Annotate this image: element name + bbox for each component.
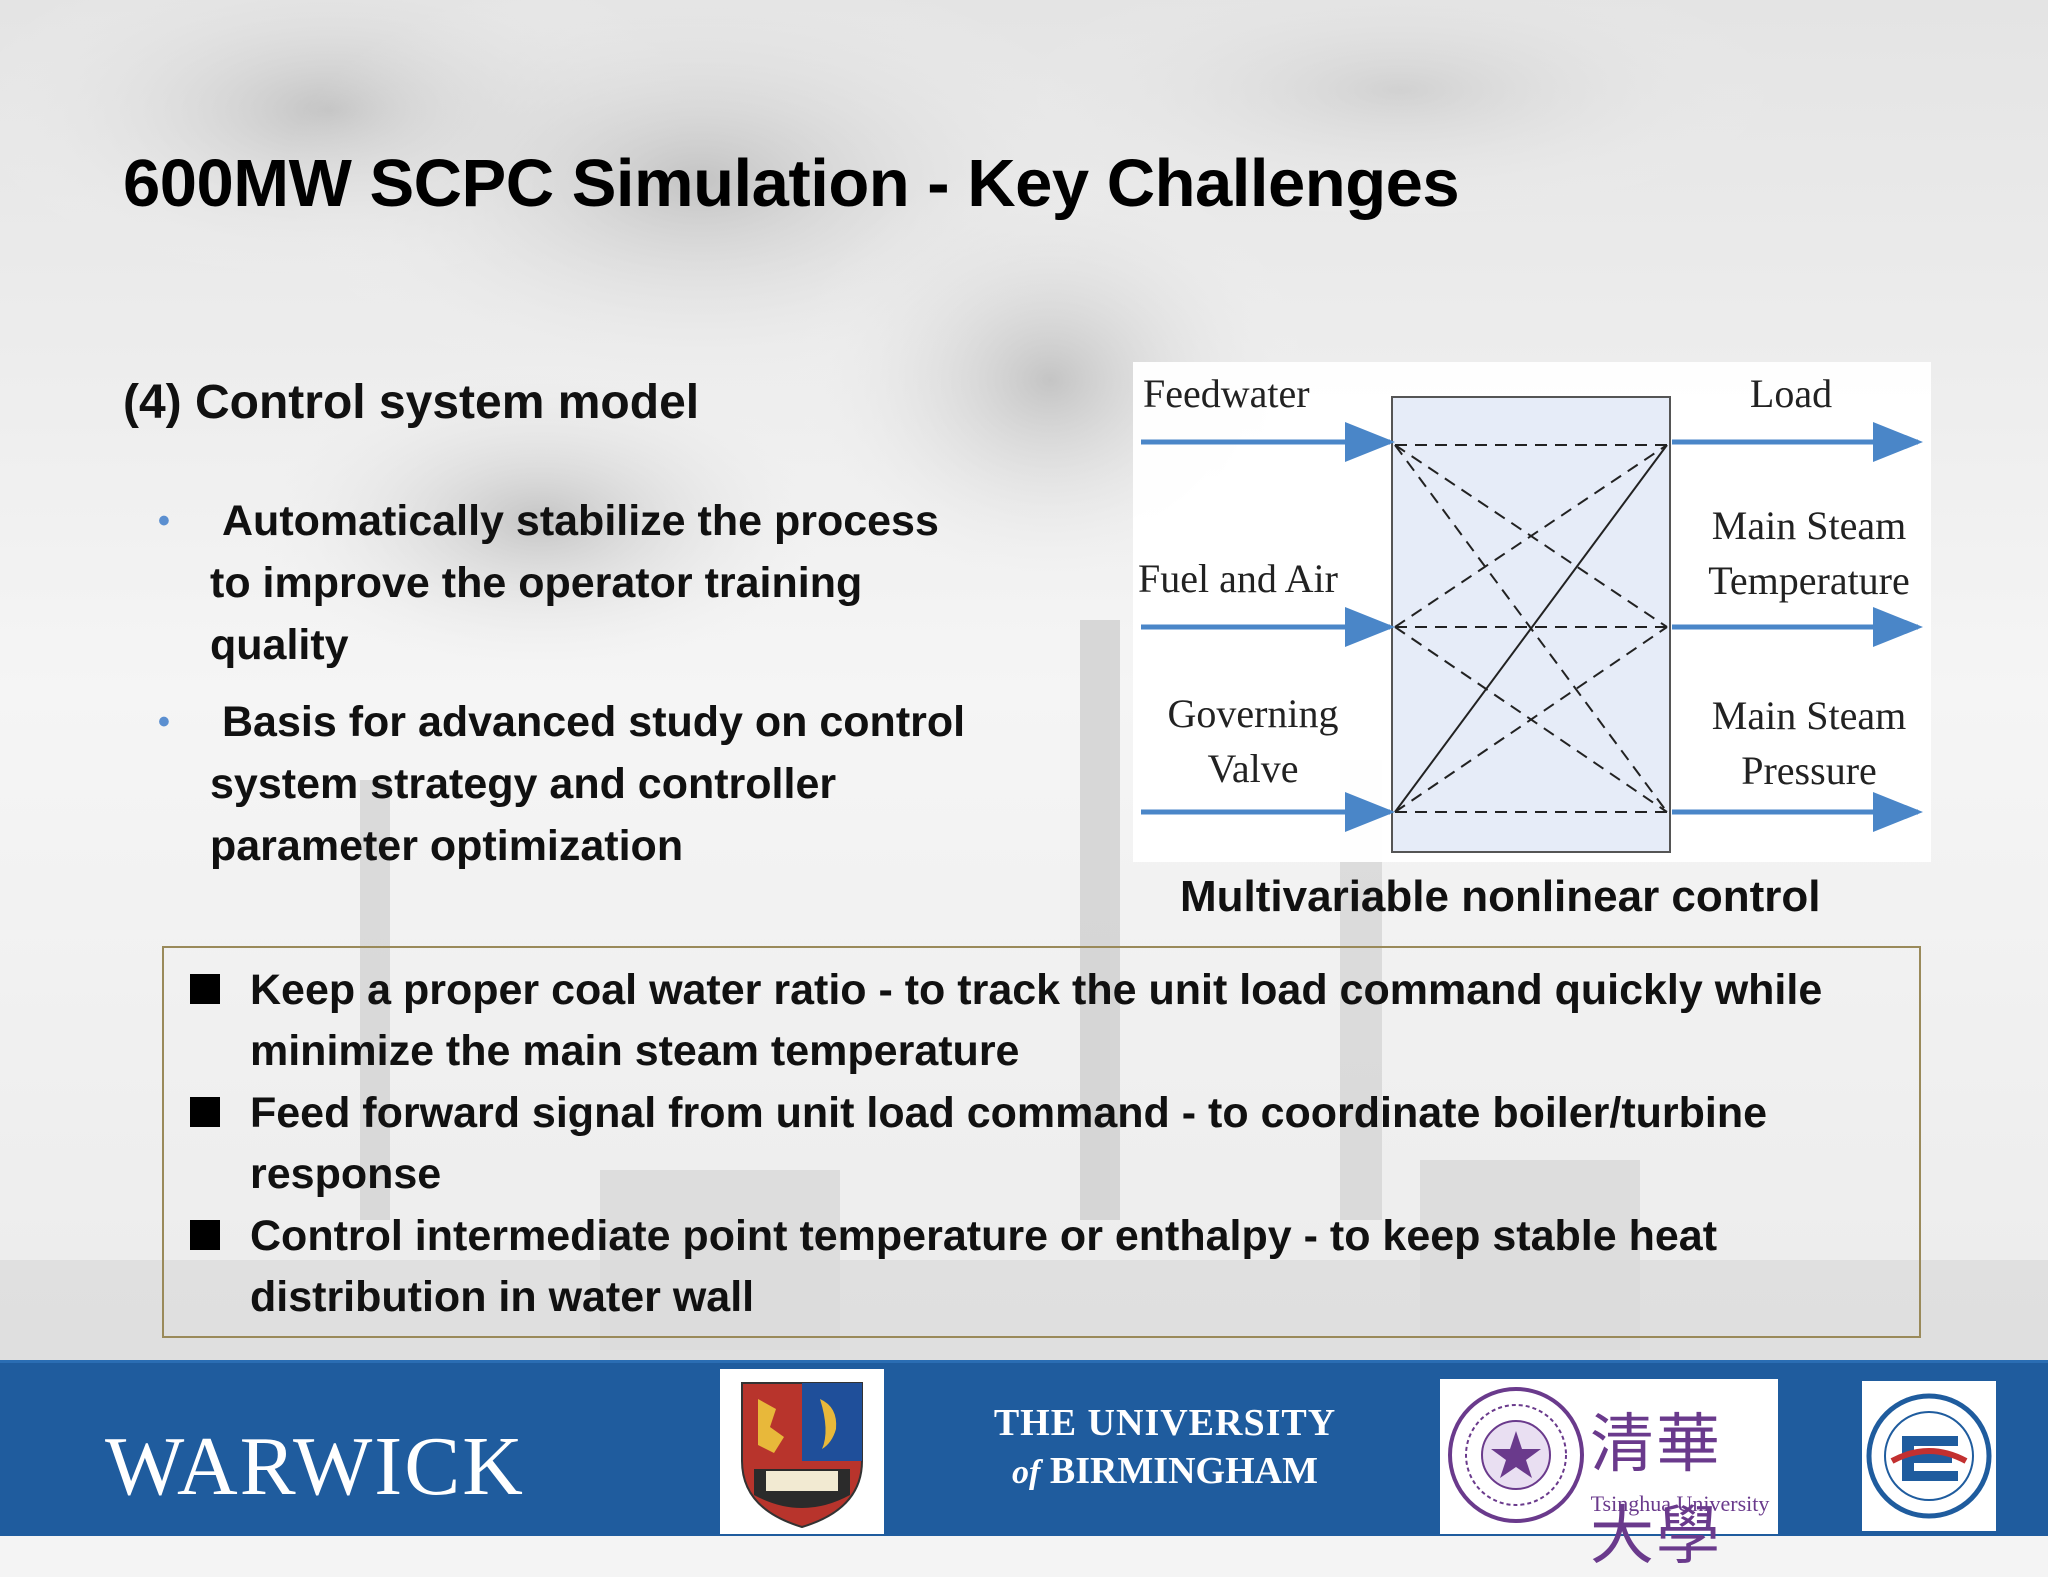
bullet-list-2: • Basis for advanced study on control sy… [150,691,980,877]
birmingham-city: BIRMINGHAM [1049,1450,1318,1492]
tsinghua-logo: 清華大學 Tsinghua University [1440,1379,1778,1574]
birmingham-of: of [1012,1454,1041,1491]
input-label-fuel-air: Fuel and Air [1138,556,1338,601]
output-label-load: Load [1750,371,1832,416]
tsinghua-seal-icon [1448,1387,1584,1523]
birmingham-wordmark: THE UNIVERSITY of BIRMINGHAM [985,1401,1345,1493]
bullet-text: Automatically stabilize the process to i… [210,497,939,669]
birmingham-line-1: THE UNIVERSITY [993,1402,1337,1444]
warwick-logo: WARWICK [105,1420,525,1513]
note-text: Keep a proper coal water ratio - to trac… [250,966,1823,1075]
bullet-dot-icon: • [158,502,170,540]
tsinghua-chinese-name: 清華大學 [1590,1408,1722,1574]
square-bullet-icon [190,974,220,1004]
square-bullet-icon [190,1097,220,1127]
footer-logo-bar: WARWICK THE UNIVERSITY of BIRMINGHAM 清華大… [0,1360,2048,1574]
ncepu-logo-icon [1862,1381,1996,1531]
bullet-item: • Basis for advanced study on control sy… [150,691,980,877]
input-label-feedwater: Feedwater [1143,371,1310,416]
control-diagram: Feedwater Fuel and Air Governing Valve L… [1133,362,1931,862]
note-item: Control intermediate point temperature o… [190,1206,1890,1328]
note-item: Keep a proper coal water ratio - to trac… [190,960,1890,1082]
bullet-item: • Automatically stabilize the process to… [150,490,980,676]
input-label-governing: Governing [1167,691,1338,736]
bullet-dot-icon: • [158,703,170,741]
output-label-pressure: Pressure [1741,748,1877,793]
output-label-main-steam-1: Main Steam [1712,503,1906,548]
bullet-list-1: • Automatically stabilize the process to… [150,490,980,676]
output-label-main-steam-2: Main Steam [1712,693,1906,738]
birmingham-line-2: of BIRMINGHAM [985,1449,1345,1493]
coupling-lines [1394,444,1668,813]
note-text: Control intermediate point temperature o… [250,1212,1718,1321]
slide-title: 600MW SCPC Simulation - Key Challenges [123,146,1460,221]
tsinghua-english-name: Tsinghua University [1590,1491,1770,1516]
output-label-temperature: Temperature [1708,558,1910,603]
note-text: Feed forward signal from unit load comma… [250,1089,1768,1198]
square-bullet-icon [190,1220,220,1250]
birmingham-crest-icon [720,1369,884,1534]
note-item: Feed forward signal from unit load comma… [190,1083,1890,1205]
notes-box: Keep a proper coal water ratio - to trac… [162,946,1921,1338]
diagram-caption: Multivariable nonlinear control [1180,872,1821,921]
section-subtitle: (4) Control system model [123,376,700,429]
process-box [1391,396,1671,853]
bullet-text: Basis for advanced study on control syst… [210,698,966,870]
input-label-valve: Valve [1207,746,1298,791]
